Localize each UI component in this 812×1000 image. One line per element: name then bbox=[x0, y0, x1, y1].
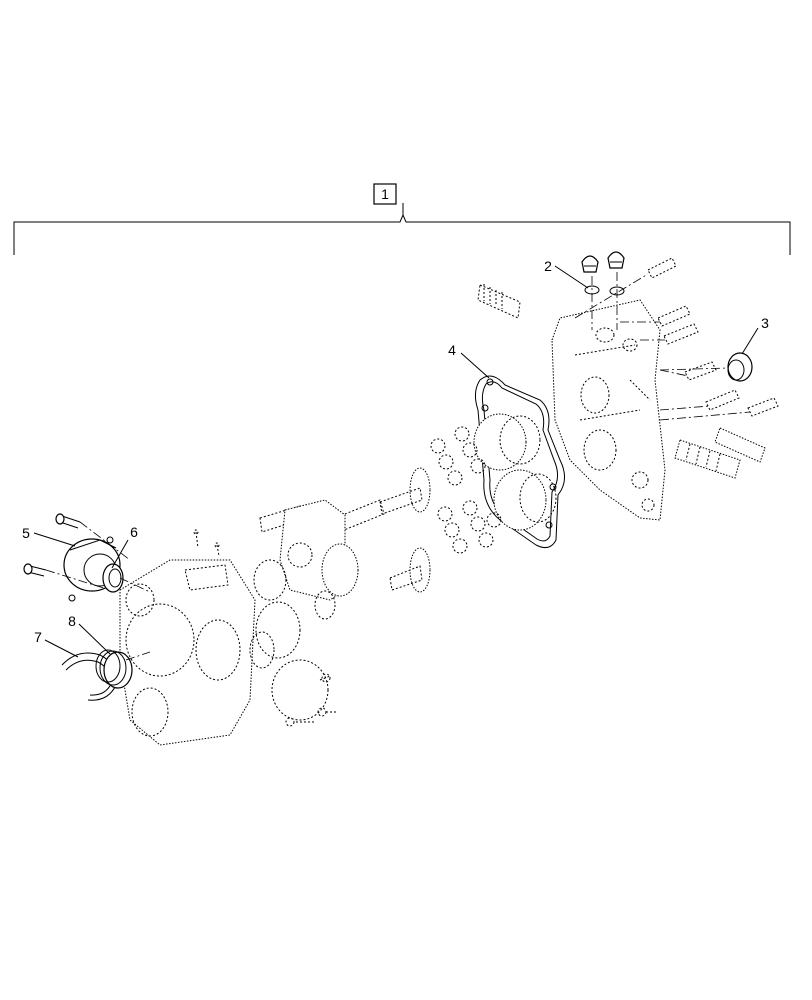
callout-1[interactable]: 1 bbox=[373, 183, 397, 205]
seal-ring-8 bbox=[95, 649, 133, 689]
callout-3-leader bbox=[741, 327, 759, 355]
callout-3-label: 3 bbox=[761, 315, 769, 331]
callout-4-leader bbox=[460, 352, 490, 379]
callout-8-leader bbox=[78, 623, 111, 655]
small-screws bbox=[193, 529, 220, 557]
center-housing bbox=[279, 499, 359, 620]
callout-4[interactable]: 4 bbox=[448, 342, 490, 379]
callout-1-label: 1 bbox=[381, 186, 389, 202]
assembly-bracket bbox=[13, 203, 791, 255]
plug-left bbox=[581, 255, 599, 273]
callout-7[interactable]: 7 bbox=[34, 629, 79, 658]
callout-3[interactable]: 3 bbox=[741, 315, 769, 355]
seal-3 bbox=[727, 352, 753, 382]
callout-8[interactable]: 8 bbox=[68, 613, 111, 655]
callout-7-leader bbox=[44, 639, 79, 658]
shafts-and-plates bbox=[259, 467, 431, 593]
bolt-upper-left bbox=[55, 513, 81, 529]
seal-rings-2 bbox=[584, 285, 625, 296]
callout-5-leader bbox=[33, 532, 76, 547]
callout-1-box bbox=[373, 183, 397, 205]
callout-6[interactable]: 6 bbox=[111, 524, 138, 569]
callout-5-label: 5 bbox=[22, 525, 30, 541]
callout-8-label: 8 bbox=[68, 613, 76, 629]
callout-7-label: 7 bbox=[34, 629, 42, 645]
callout-6-label: 6 bbox=[130, 524, 138, 540]
left-housing bbox=[119, 559, 329, 746]
valve-bolts bbox=[574, 257, 779, 421]
rotating-group-lower bbox=[437, 469, 557, 554]
rotating-group-upper bbox=[430, 413, 541, 486]
callout-2[interactable]: 2 bbox=[544, 258, 589, 289]
valve-block bbox=[551, 299, 666, 521]
bolt-lower-left bbox=[23, 563, 47, 577]
callout-5[interactable]: 5 bbox=[22, 525, 76, 547]
callout-6-leader bbox=[111, 539, 129, 569]
cover-bolts bbox=[285, 673, 338, 727]
plug-right bbox=[607, 251, 625, 269]
relief-cartridge-bottom bbox=[674, 427, 766, 479]
callout-2-leader bbox=[554, 265, 589, 289]
relief-cartridge-left bbox=[477, 284, 521, 319]
seal-6 bbox=[102, 563, 124, 593]
callout-4-label: 4 bbox=[448, 342, 456, 358]
callout-2-label: 2 bbox=[544, 258, 552, 274]
